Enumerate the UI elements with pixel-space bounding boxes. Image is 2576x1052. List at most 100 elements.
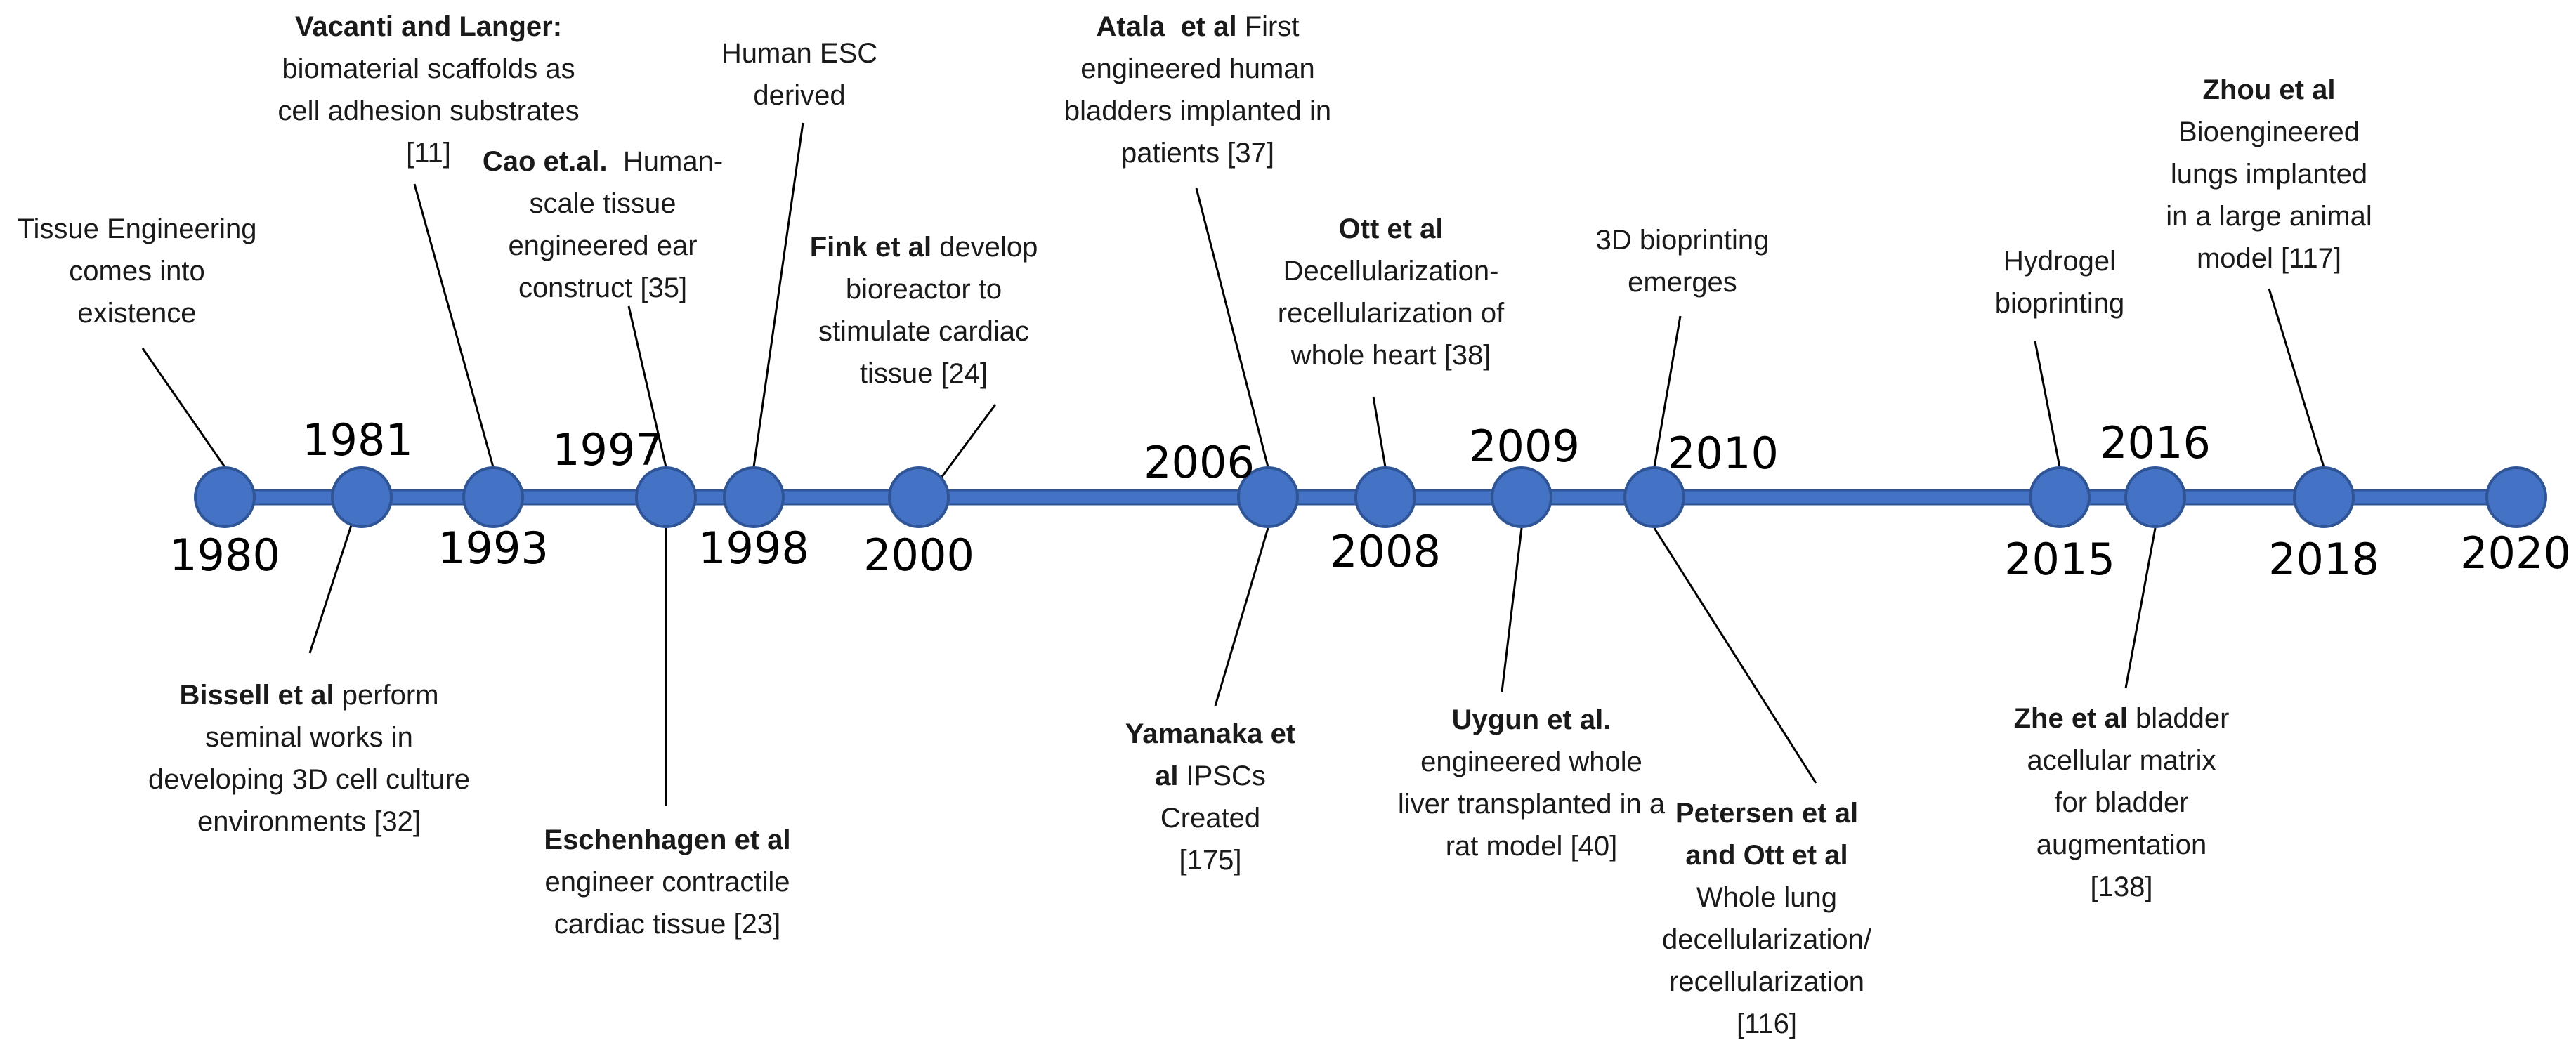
event-text: Human- [607,146,724,177]
year-label: 1997 [552,424,663,475]
timeline-node [194,466,256,528]
event-note-line: augmentation [2014,824,2230,866]
event-text: develop [931,232,1038,263]
event-author: Bissell et al [179,680,334,711]
connector-line [1195,188,1269,468]
event-note-line: Whole lung [1662,876,1871,919]
event-note-line: biomaterial scaffolds as [277,48,579,90]
event-text: decellularization/ [1662,924,1871,955]
event-text: construct [35] [518,272,688,303]
event-author: Vacanti and Langer: [294,11,563,42]
event-note-line: whole heart [38] [1278,334,1504,376]
event-note-line: Cao et.al. Human- [483,140,723,183]
event-note-line: lungs implanted [2166,153,2372,195]
connector-line [2268,288,2325,468]
event-text: liver transplanted in a [1397,789,1666,820]
event-note-line: Decellularization- [1278,250,1504,292]
event-text: Whole lung [1696,882,1838,913]
event-note-line: engineer contractile [544,861,790,903]
event-text: engineered ear [508,230,698,261]
timeline-node [1354,466,1416,528]
event-note-line: Human ESC [721,32,877,74]
year-label: 2018 [2268,534,2379,585]
event-note-line: comes into [18,250,257,292]
event-text: biomaterial scaffolds as [282,53,575,84]
timeline-node [723,466,785,528]
timeline-node [2029,466,2091,528]
event-note-line: 3D bioprinting [1596,219,1770,261]
event-note-line: scale tissue [483,183,723,225]
event-note-line: Tissue Engineering [18,208,257,250]
timeline-node [331,466,393,528]
event-text: recellularization [1669,966,1864,997]
event-note-line: tissue [24] [810,353,1038,395]
connector-line [2124,527,2157,689]
connector-line [308,525,353,654]
event-note: Zhou et al Bioengineered lungs implanted in… [2166,69,2372,280]
event-text: rat model [40] [1445,831,1618,862]
event-text: emerges [1628,267,1737,298]
event-note-line: [116] [1662,1003,1871,1045]
event-note-line: patients [37] [1064,132,1331,174]
event-note-line: Vacanti and Langer: [277,6,579,48]
event-text: engineer contractile [544,867,790,898]
event-note-line: decellularization/ [1662,919,1871,961]
connector-line [2034,341,2061,468]
connector-line [1372,396,1387,468]
year-label: 1998 [698,522,809,574]
event-note-line: [138] [2014,866,2230,908]
event-note-line: model [117] [2166,237,2372,280]
event-text: Decellularization- [1283,256,1499,287]
year-label: 2016 [2100,417,2211,468]
event-author: al [1155,761,1179,791]
event-text: bioreactor to [845,274,1002,305]
connector-line [141,348,226,468]
event-text: bladders implanted in [1064,96,1332,126]
year-label: 2009 [1469,421,1580,472]
event-text: augmentation [2036,829,2207,860]
event-note-line: recellularization of [1278,292,1504,334]
year-label: 1981 [302,414,413,466]
connector-line [1501,527,1523,692]
event-text: comes into [69,256,205,287]
event-text: [138] [2090,872,2153,902]
event-note-line: existence [18,292,257,334]
event-text: patients [37] [1121,138,1274,169]
event-author: Yamanaka et [1125,718,1296,749]
event-text: Hydrogel [2003,246,2117,277]
event-author: Uygun et al. [1451,704,1611,735]
event-note-line: engineered whole [1398,741,1665,783]
event-text: lungs implanted [2170,159,2368,190]
timeline-node [635,466,697,528]
event-note-line: bioreactor to [810,268,1038,310]
event-text: perform [334,680,439,711]
event-text: whole heart [38] [1290,340,1491,371]
event-author: Ott et al [1338,213,1444,244]
timeline-node [2485,466,2547,528]
event-author: Zhe et al [2013,703,2128,734]
event-author: and Ott et al [1685,840,1848,871]
event-text: First [1236,11,1300,42]
event-note-line: bladders implanted in [1064,90,1331,132]
event-note-line: and Ott et al [1662,834,1871,876]
event-text: Created [1160,803,1261,834]
event-note-line: Uygun et al. [1398,699,1665,741]
event-note-line: acellular matrix [2014,739,2230,782]
event-note-line: Fink et al develop [810,226,1038,268]
event-text: cell adhesion substrates [277,96,580,126]
year-label: 2010 [1668,428,1779,479]
event-note-line: [11] [277,132,579,174]
event-text: model [117] [2196,243,2342,274]
connector-line [627,305,667,468]
event-text: cardiac tissue [23] [554,909,781,940]
event-author: Zhou et al [2202,74,2336,105]
event-text: Bioengineered [2178,117,2360,147]
year-label: 2015 [2004,534,2115,585]
event-text: in a large animal [2166,201,2372,232]
event-note-line: engineered human [1064,48,1331,90]
